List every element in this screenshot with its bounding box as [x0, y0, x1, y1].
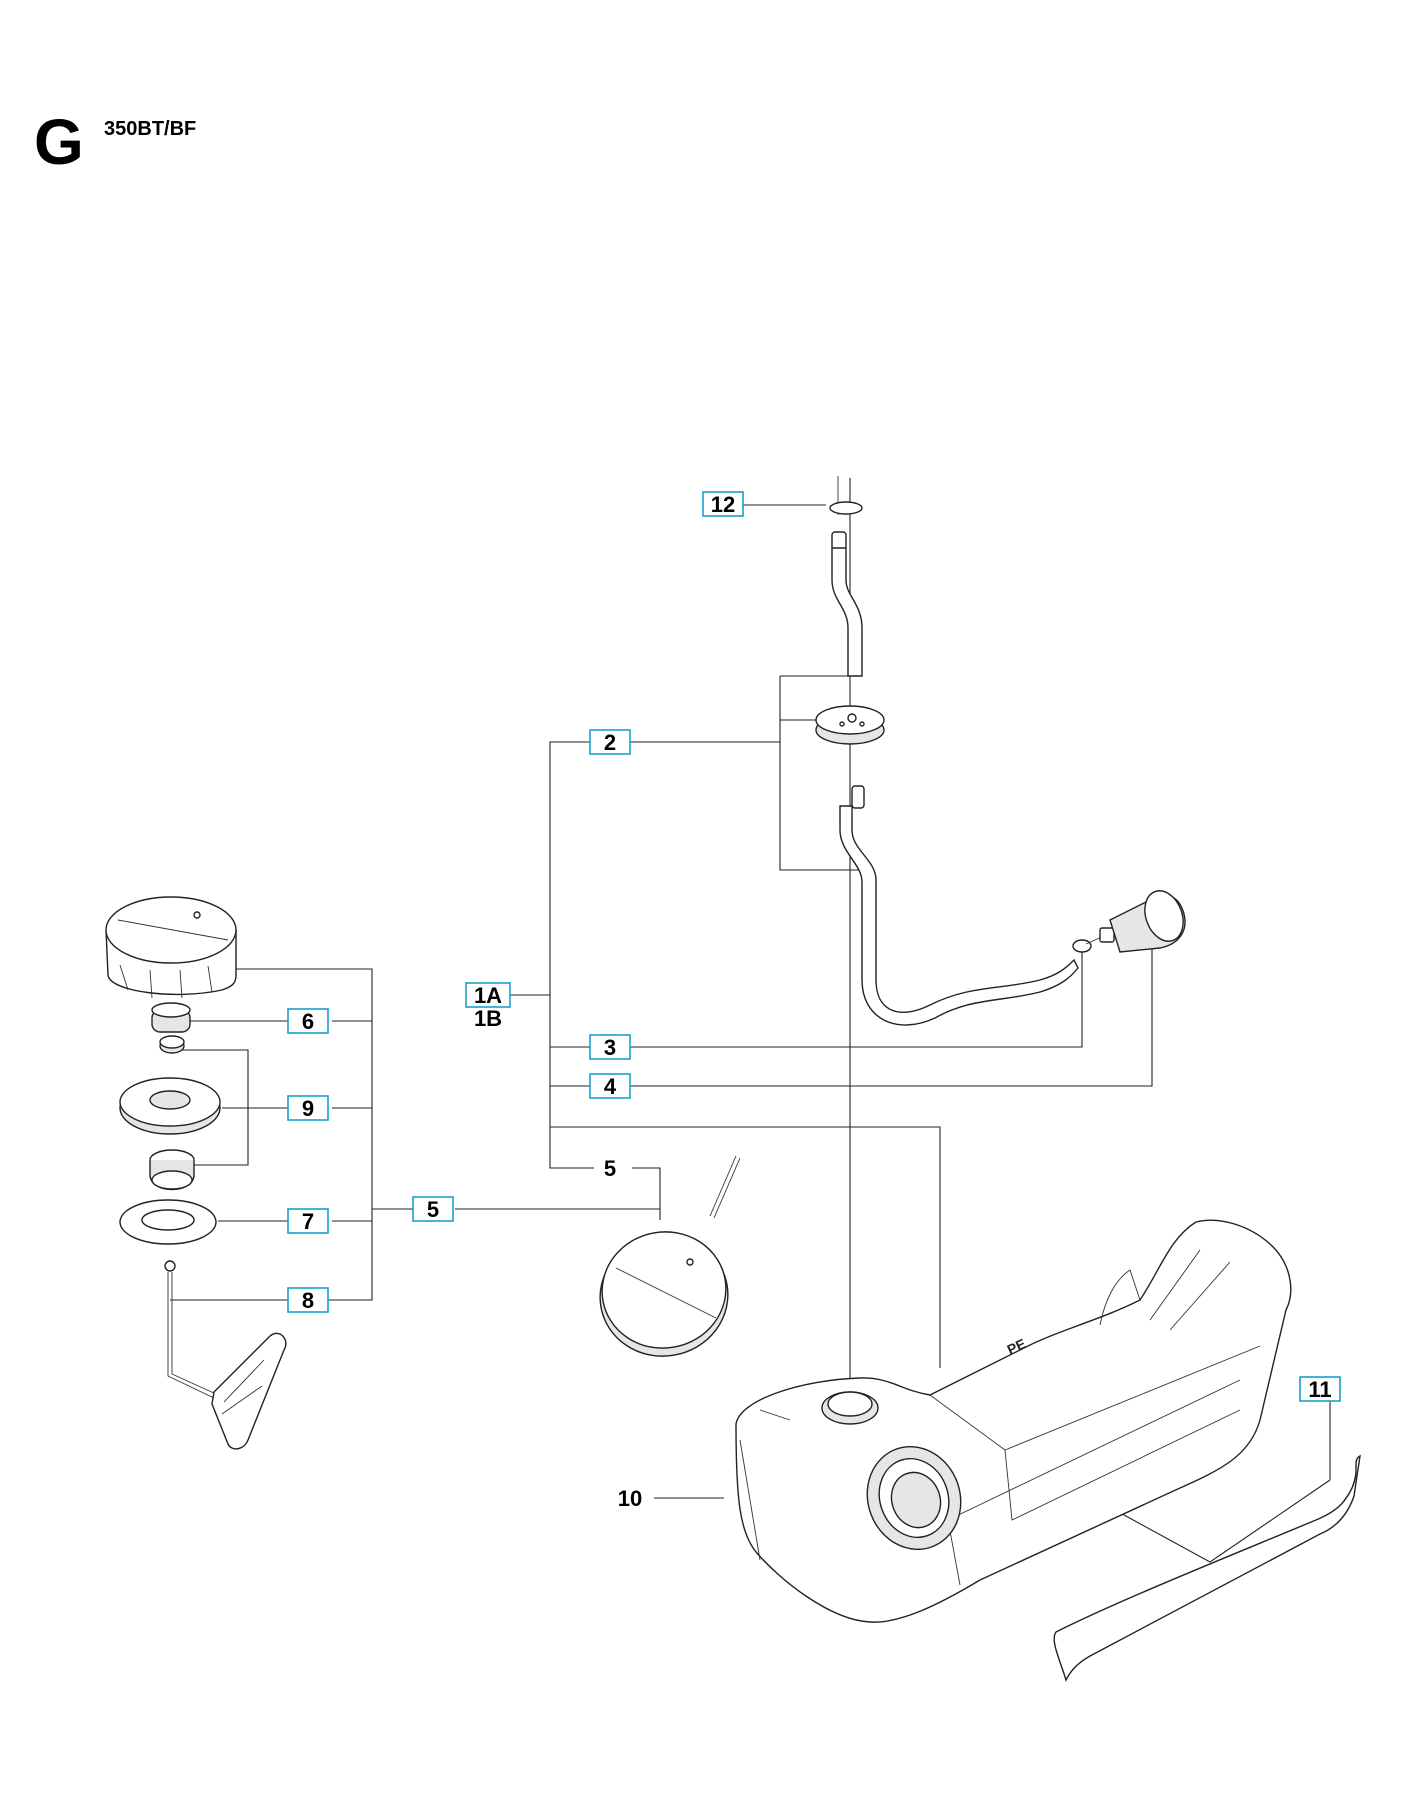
callout-12: 12	[711, 492, 735, 517]
callout-5-boxed: 5	[427, 1197, 439, 1222]
callout-6: 6	[302, 1009, 314, 1034]
model-label: 350BT/BF	[104, 118, 197, 140]
decal-11	[1053, 1454, 1361, 1682]
fuel-line-assembly	[815, 476, 1186, 1026]
fuel-cap-exploded	[105, 896, 287, 1450]
clip-3	[1072, 939, 1092, 953]
callouts: 12 2 1A 1B 3 4 5 5 6 9 7 8 10 11	[287, 491, 1341, 1511]
callout-9: 9	[302, 1096, 314, 1121]
fuel-cap-5	[599, 1155, 741, 1357]
callout-1a: 1A	[474, 983, 502, 1008]
callout-1b: 1B	[474, 1006, 502, 1031]
clamp-12	[829, 501, 863, 515]
callout-8: 8	[302, 1288, 314, 1313]
callout-5-top: 5	[604, 1156, 616, 1181]
callout-10: 10	[618, 1486, 642, 1511]
leader-lines	[170, 478, 1331, 1563]
tank-material-marking: PE	[1005, 1335, 1029, 1357]
fuel-filter-4	[1085, 890, 1186, 953]
callout-2: 2	[604, 730, 616, 755]
callout-3: 3	[604, 1035, 616, 1060]
section-letter: G	[34, 106, 84, 178]
fuel-tank-10: PE	[735, 1219, 1292, 1623]
callout-4: 4	[604, 1074, 617, 1099]
callout-11: 11	[1308, 1377, 1331, 1402]
part-8-pickup	[211, 1332, 287, 1450]
callout-7: 7	[302, 1209, 314, 1234]
